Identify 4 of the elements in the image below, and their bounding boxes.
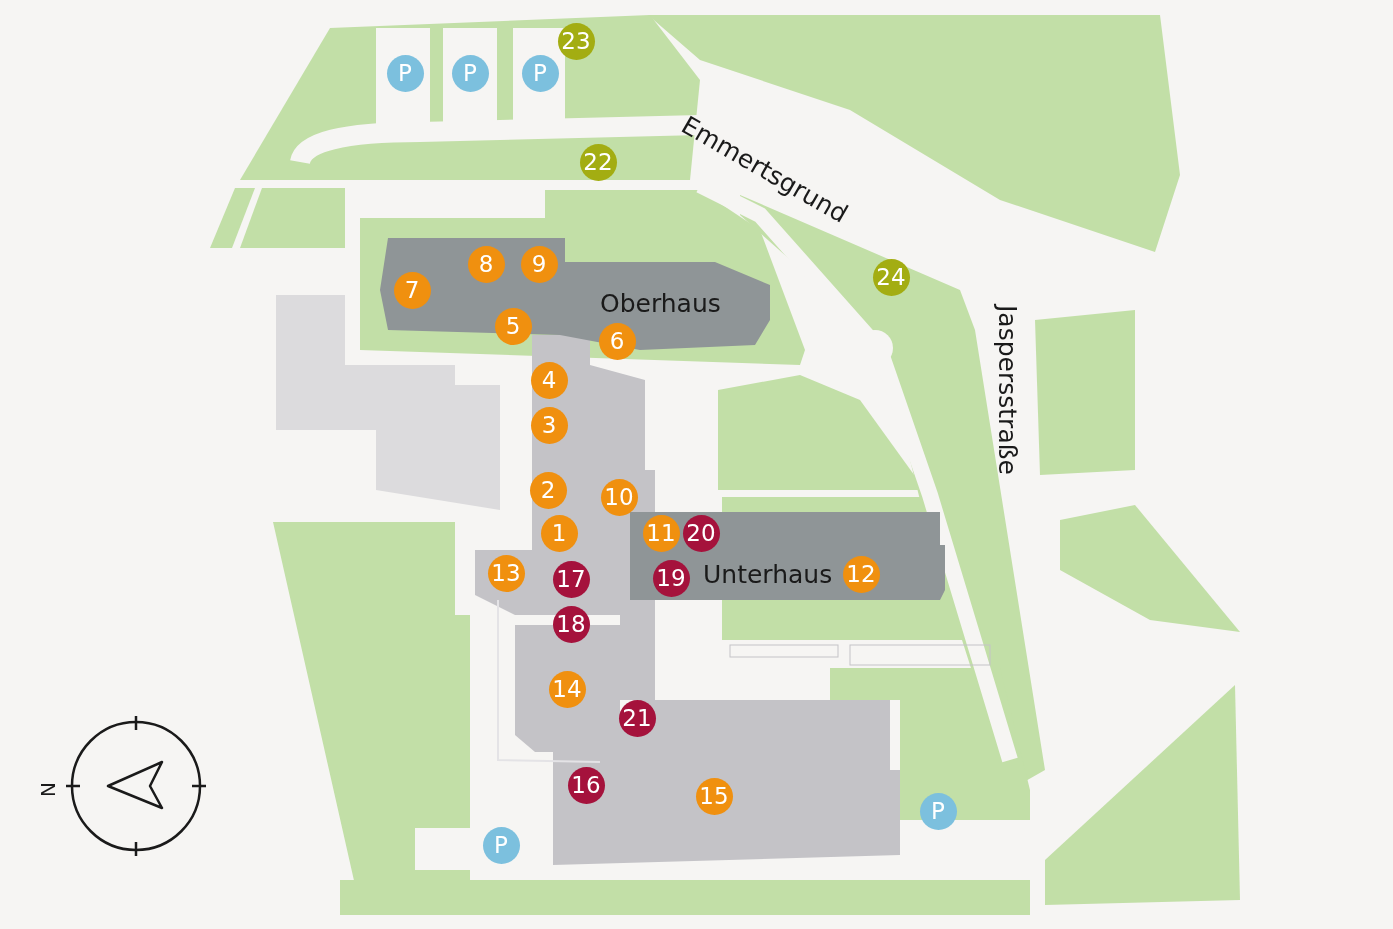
building-name: Oberhaus [600, 291, 721, 316]
building-name: Unterhaus [703, 562, 833, 587]
street-name: Jaspersstraße [995, 305, 1020, 475]
compass-direction-label: N [38, 782, 58, 797]
